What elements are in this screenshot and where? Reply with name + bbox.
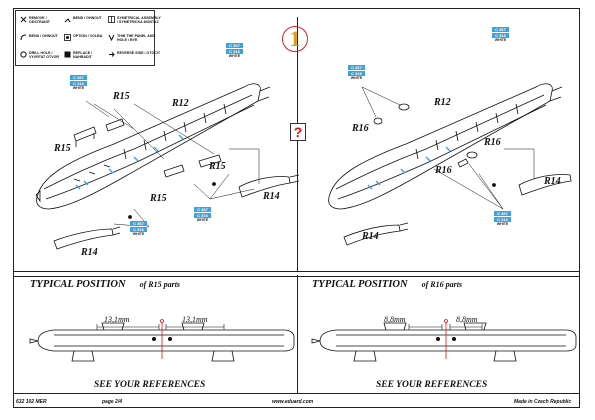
option-icon — [64, 34, 71, 41]
legend-label: REVERSE SIDE / OTOCIT — [117, 51, 161, 55]
drill-icon — [20, 51, 27, 58]
color-badge: C 367 C 316 WHITE — [130, 221, 147, 236]
badge-color-name: WHITE — [350, 76, 363, 80]
legend-label: REPLACE / NAHRADIT — [73, 51, 93, 59]
replace-icon — [64, 51, 71, 58]
vertical-divider — [297, 17, 298, 271]
badge-code-1: C 367 — [492, 27, 509, 32]
part-label: R14 — [263, 191, 280, 202]
color-badge: C 367 C 316 WHITE — [194, 207, 211, 222]
part-label: R12 — [172, 98, 189, 109]
measurement-label: 13,1mm — [104, 315, 130, 324]
part-label: R14 — [81, 247, 98, 258]
legend-label: DRILL HOLE / VYVRTAT OTVOR — [29, 51, 60, 59]
assembly-drawings — [29, 83, 577, 362]
vertical-divider-lower — [297, 275, 298, 393]
part-label: R14 — [544, 176, 561, 187]
badge-color-name: WHITE — [496, 222, 509, 226]
badge-code-2: C 316 — [70, 80, 87, 86]
legend-item-remove: REMOVE / ODSTRANIT — [20, 16, 61, 24]
badge-code-2: C 316 — [494, 216, 511, 222]
legend-item-bend: BEND / OHNOUT — [64, 16, 105, 23]
legend-item-drill: DRILL HOLE / VYVRTAT OTVOR — [20, 51, 61, 59]
section-title-right: TYPICAL POSITION of R16 parts — [312, 279, 462, 290]
instruction-page: REMOVE / ODSTRANIT BEND / OHNOUT SYMETRI… — [13, 8, 580, 408]
part-label: R16 — [352, 123, 369, 134]
legend-item-thin: THIN THE PANEL AND HOLE / BYE — [108, 34, 161, 42]
legend-item-bend-round: BEND / OHNOUT — [20, 34, 61, 41]
legend-item-reverse: REVERSE SIDE / OTOCIT — [108, 51, 161, 58]
horizontal-divider — [14, 271, 579, 277]
badge-code-2: C 316 — [226, 48, 243, 54]
question-mark-box: ? — [290, 123, 306, 141]
legend-label: THIN THE PANEL AND HOLE / BYE — [117, 34, 156, 42]
reverse-icon — [109, 52, 115, 57]
part-label: R16 — [484, 137, 501, 148]
thin-icon — [108, 34, 115, 41]
badge-code-2: C 316 — [194, 212, 211, 218]
color-badge: C 367 C 316 WHITE — [494, 211, 511, 226]
legend-label: BEND / OHNOUT — [29, 34, 58, 38]
legend-item-symmetrical: SYMETRICAL ASSEMBLY / SYMETRICKA MONTAZ — [108, 16, 161, 24]
measurement-label: 8,8mm — [456, 315, 478, 324]
symmetrical-icon — [108, 16, 115, 23]
badge-code-2: C 316 — [348, 70, 365, 76]
badge-color-name: WHITE — [72, 86, 85, 90]
part-label: R16 — [435, 165, 452, 176]
right-missile-drawing — [328, 83, 572, 246]
color-badge: C 367 C 316 WHITE — [492, 27, 509, 42]
legend-label: BEND / OHNOUT — [73, 16, 102, 20]
part-label: R15 — [54, 143, 71, 154]
legend-label: SYMETRICAL ASSEMBLY / SYMETRICKA MONTAZ — [117, 16, 161, 24]
part-label: R15 — [209, 161, 226, 172]
part-label: R15 — [150, 193, 167, 204]
left-typical-drawing — [29, 319, 295, 362]
badge-code-1: C 367 — [494, 211, 511, 216]
part-label: R12 — [434, 97, 451, 108]
remove-icon — [20, 16, 27, 23]
step-number: 1 — [282, 26, 308, 52]
see-references-left: SEE YOUR REFERENCES — [94, 380, 206, 390]
color-badge: C 367 C 316 WHITE — [348, 65, 365, 80]
bend-icon — [64, 18, 71, 23]
section-title-left: TYPICAL POSITION of R15 parts — [30, 279, 180, 290]
legend-item-option: OPTION / VOLBA — [64, 34, 105, 41]
part-label: R15 — [113, 91, 130, 102]
footer-page: page 2/4 — [102, 399, 123, 405]
left-missile-drawing — [35, 83, 300, 250]
badge-color-name: WHITE — [196, 218, 209, 222]
legend-label: OPTION / VOLBA — [73, 34, 103, 38]
bend-round-icon — [20, 34, 27, 41]
measurement-label: 13,1mm — [182, 315, 208, 324]
section-subtitle: of R15 parts — [139, 280, 181, 289]
measurement-label: 8,8mm — [384, 315, 406, 324]
legend-label: REMOVE / ODSTRANIT — [29, 16, 50, 24]
footer-made: Made in Czech Republic — [514, 399, 572, 405]
color-badge: C 367 C 316 WHITE — [226, 43, 243, 58]
badge-color-name: WHITE — [494, 38, 507, 42]
section-title-text: TYPICAL POSITION — [30, 279, 126, 290]
footer-code: 632 102 MER — [16, 399, 47, 405]
badge-code-1: C 367 — [194, 207, 211, 212]
part-label: R14 — [362, 231, 379, 242]
badge-color-name: WHITE — [132, 232, 145, 236]
color-badge: C 367 C 316 WHITE — [70, 75, 87, 90]
section-subtitle: of R16 parts — [421, 280, 463, 289]
right-typical-drawing — [311, 319, 577, 362]
badge-code-2: C 316 — [492, 32, 509, 38]
footer-url: www.eduard.com — [272, 399, 314, 405]
badge-color-name: WHITE — [228, 54, 241, 58]
badge-code-1: C 367 — [130, 221, 147, 226]
page-footer: 632 102 MER page 2/4 www.eduard.com Made… — [14, 393, 579, 407]
legend-item-replace: REPLACE / NAHRADIT — [64, 51, 105, 59]
legend-box: REMOVE / ODSTRANIT BEND / OHNOUT SYMETRI… — [15, 10, 161, 66]
badge-code-2: C 316 — [130, 226, 147, 232]
badge-code-1: C 367 — [226, 43, 243, 48]
see-references-right: SEE YOUR REFERENCES — [376, 380, 488, 390]
badge-code-1: C 367 — [70, 75, 87, 80]
section-title-text: TYPICAL POSITION — [312, 279, 408, 290]
badge-code-1: C 367 — [348, 65, 365, 70]
